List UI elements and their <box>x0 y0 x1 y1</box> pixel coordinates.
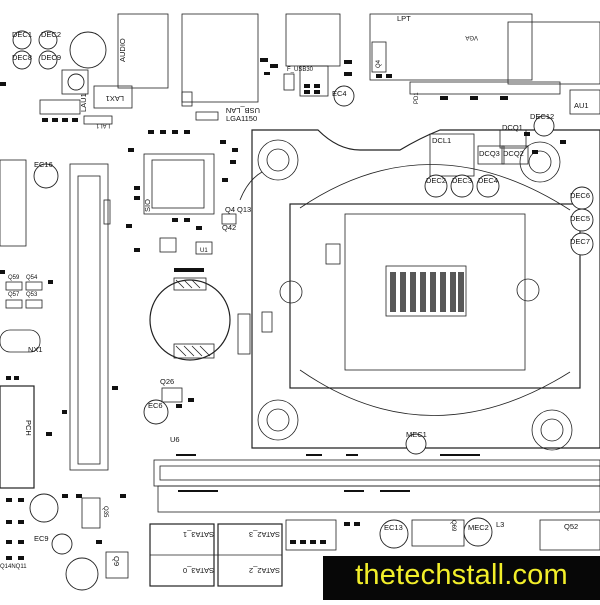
f-usb30-label: F_USB30 <box>287 67 314 73</box>
dec3-label: DEC3 <box>452 176 472 185</box>
cpu-socket <box>237 129 600 451</box>
dec8-label: DEC8 <box>12 53 32 62</box>
l3-label: L3 <box>496 520 504 529</box>
ec16-label: EC16 <box>34 160 53 169</box>
dec6-label: DEC6 <box>570 191 590 200</box>
sata-connectors: SATA3_1 SATA2_3 SATA3_0 SATA2_2 <box>149 523 283 587</box>
dec5-label: DEC5 <box>570 214 590 223</box>
watermark-banner: thetechstall.com <box>323 556 600 600</box>
dcq2-label: DCQ2 <box>503 149 524 158</box>
bottom-left-area: Q35 EC9 Q14NQ11 Q9 <box>0 494 129 591</box>
q54-label: Q54 <box>26 275 38 281</box>
lpt-vga-area: LPT VGA Q4 PD1 AU1 <box>369 13 600 115</box>
sata2-2-label: SATA2_2 <box>249 566 280 575</box>
mec1-label: MEC1 <box>406 430 427 439</box>
q26-label: Q26 <box>160 377 174 386</box>
dcq1-label: DCQ1 <box>502 123 523 132</box>
bottom-right-area: EC13 Q69 MEC2 L3 Q52 <box>285 517 600 551</box>
lal1-label: LAL1 <box>95 122 110 128</box>
f-usb30-area: F_USB30 EC4 <box>283 13 355 107</box>
lax1-label: LAX1 <box>106 94 124 103</box>
q35-label: Q35 <box>102 506 108 518</box>
q14-label: Q14NQ11 <box>0 564 27 570</box>
left-lower-area: Q59 Q54 Q57 Q53 NX1 PCH EC6 Q26 U6 <box>0 270 194 523</box>
dec7-label: DEC7 <box>570 237 590 246</box>
q4x-label: Q4 <box>376 59 382 68</box>
usb-lan-area: USB_LAN LGA1150 <box>181 13 278 123</box>
q69-label: Q69 <box>450 520 456 532</box>
watermark-text: thetechstall.com <box>355 559 568 591</box>
sata3-1-label: SATA3_1 <box>183 530 214 539</box>
dec1-label: DEC1 <box>12 30 32 39</box>
sio-label: SIO <box>143 199 152 212</box>
pch-label: PCH <box>24 420 33 436</box>
ec4-label: EC4 <box>332 89 347 98</box>
nx1-label: NX1 <box>28 345 43 354</box>
q53-label: Q53 <box>26 292 38 298</box>
mec2-label: MEC2 <box>468 523 489 532</box>
lpt-label: LPT <box>397 14 411 23</box>
u1-label: U1 <box>200 248 208 254</box>
dec4-label: DEC4 <box>478 176 498 185</box>
q42-label: Q42 <box>222 223 236 232</box>
dcq3-label: DCQ3 <box>479 149 500 158</box>
pd1-label: PD1 <box>414 92 420 104</box>
left-middle-area: EC16 SIO Q4 Q13 Q42 U1 <box>0 130 251 471</box>
ec13-label: EC13 <box>384 523 403 532</box>
q59-label: Q59 <box>8 275 20 281</box>
q52-label: Q52 <box>564 522 578 531</box>
vrm-area: DCL1 DCQ1 DCQ3 DCQ2 DEC12 DEC2 DEC3 DEC4… <box>424 112 594 256</box>
battery-area <box>149 277 231 361</box>
lau1-label: LAU1 <box>79 93 88 112</box>
audio-area: DEC1 DEC2 DEC8 DEC9 AUDIO LAU1 LAX1 LAL1 <box>0 13 169 128</box>
sata2-3-label: SATA2_3 <box>249 530 280 539</box>
q9-label: Q9 <box>112 556 121 566</box>
dcl1-label: DCL1 <box>432 136 451 145</box>
dec12-label: DEC12 <box>530 112 554 121</box>
sata3-0-label: SATA3_0 <box>183 566 214 575</box>
dec2-label: DEC2 <box>41 30 61 39</box>
dec2r-label: DEC2 <box>426 176 446 185</box>
q13-label: Q13 <box>237 205 251 214</box>
dec9-label: DEC9 <box>41 53 61 62</box>
u6-label: U6 <box>170 435 180 444</box>
ec6-label: EC6 <box>148 401 163 410</box>
audio-label: AUDIO <box>118 38 127 62</box>
bottom-slots: MEC1 <box>153 430 600 513</box>
vga-label: VGA <box>465 34 478 40</box>
ec9-label: EC9 <box>34 534 49 543</box>
q57-label: Q57 <box>8 292 20 298</box>
usb-lan-label: USB_LAN <box>226 106 260 115</box>
lga1150-label: LGA1150 <box>226 114 257 123</box>
au1-label: AU1 <box>574 101 589 110</box>
q4-label: Q4 <box>225 205 235 214</box>
